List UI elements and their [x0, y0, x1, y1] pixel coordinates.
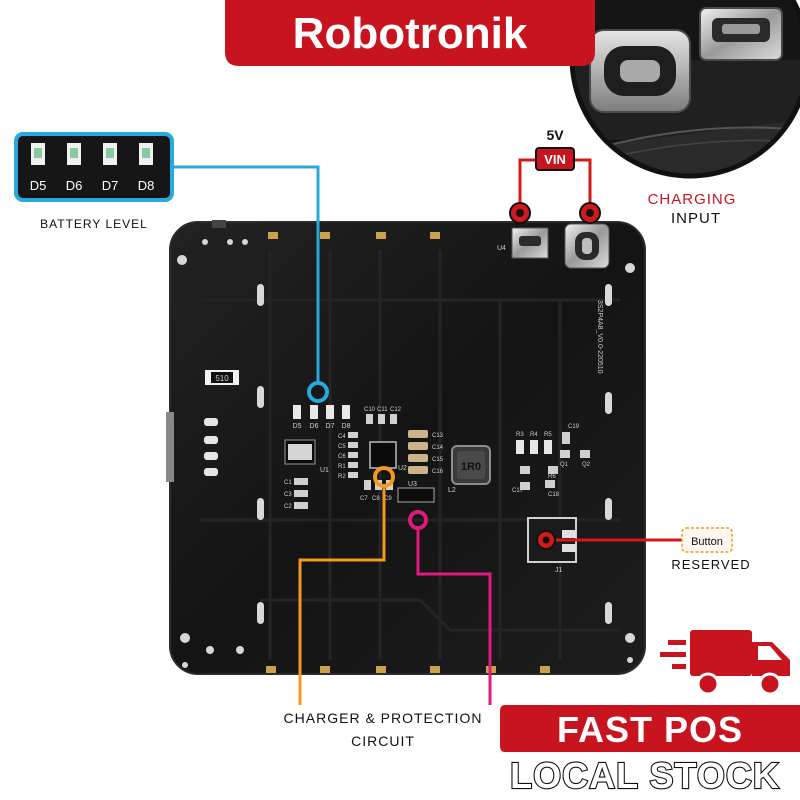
led-label: D6: [66, 178, 83, 193]
led-label: D5: [30, 178, 47, 193]
board-led-label: D6: [310, 423, 319, 430]
silk-label: R3: [516, 432, 524, 438]
pcb-board: 510 D5 D6 D7 D8 U1 C1 C3 C2: [166, 220, 646, 675]
silk-label: C1: [284, 480, 292, 486]
led-indicator-d6: D6: [66, 143, 83, 193]
usb-closeup-inset: [569, 0, 800, 179]
voltage-label: 5V: [546, 127, 564, 143]
board-led-label: D7: [326, 423, 335, 430]
silk-label: C16: [432, 469, 444, 475]
board-code: 3S2P4A8_V0.0-220510: [596, 300, 603, 374]
silk-label: C10: [364, 407, 376, 413]
silk-u3: U3: [408, 481, 417, 488]
inductor-marking: 1R0: [461, 461, 481, 473]
silk-l2: L2: [448, 487, 456, 494]
reserved-label: RESERVED: [671, 557, 750, 572]
led-indicator-d7: D7: [102, 143, 119, 193]
silk-label: R5: [544, 432, 552, 438]
battery-marker: [307, 381, 329, 403]
silk-label: C8: [372, 496, 380, 502]
led-indicator-d5: D5: [30, 143, 47, 193]
silk-label: C6: [338, 454, 346, 460]
silk-label: C3: [284, 492, 292, 498]
charger-label-line2: CIRCUIT: [351, 733, 415, 749]
silk-label: C14: [432, 445, 444, 451]
brand-name: Robotronik: [293, 9, 528, 58]
silk-u1: U1: [320, 467, 329, 474]
silk-u2: U2: [398, 465, 407, 472]
charger-label-line1: CHARGER & PROTECTION: [284, 710, 483, 726]
led-label: D8: [138, 178, 155, 193]
fast-pos-promo: FAST POS LOCAL STOCK: [500, 630, 800, 797]
vin-badge: VIN: [544, 152, 566, 167]
button-callout: Button RESERVED: [536, 527, 750, 572]
charging-label: CHARGING: [648, 191, 737, 208]
silk-label: R6: [548, 474, 556, 480]
led-row: D5 D6 D7 D8: [30, 143, 155, 193]
promo-line2: LOCAL STOCK: [510, 755, 780, 796]
silk-label: Q2: [582, 462, 591, 468]
silk-label: C11: [377, 407, 388, 413]
charger-leader-line: [298, 485, 386, 705]
brand-banner: Robotronik: [225, 0, 595, 66]
silk-label: C7: [360, 496, 368, 502]
silk-u4: U4: [497, 245, 506, 252]
silk-label: C4: [338, 434, 346, 440]
silk-j1: J1: [555, 567, 563, 574]
input-label: INPUT: [671, 210, 721, 227]
vin-callout: 5V VIN CHARGING INPUT: [509, 127, 737, 227]
silk-label: C5: [338, 444, 346, 450]
silk-label: C12: [390, 407, 402, 413]
silk-label: R1: [338, 464, 346, 470]
protection-marker: [408, 510, 428, 530]
silk-label: R4: [530, 432, 538, 438]
battery-level-label: BATTERY LEVEL: [40, 217, 148, 231]
led-label: D7: [102, 178, 119, 193]
silk-label: R2: [338, 474, 346, 480]
battery-led-callout: D5 D6 D7 D8 BATTERY LEVEL: [14, 132, 174, 231]
delivery-truck-icon: [660, 630, 790, 696]
protection-leader-line: [416, 528, 492, 705]
board-led-label: D8: [342, 423, 351, 430]
board-led-label: D5: [293, 423, 302, 430]
resistor-value: 510: [215, 374, 229, 383]
button-tag: Button: [691, 536, 723, 548]
led-indicator-d8: D8: [138, 143, 155, 193]
silk-label: C18: [548, 492, 560, 498]
silk-label: C2: [284, 504, 292, 510]
charger-marker: [373, 466, 395, 488]
silk-label: C9: [384, 496, 392, 502]
silk-label: C15: [432, 457, 444, 463]
silk-label: Q1: [560, 462, 569, 468]
promo-line1: FAST POS: [557, 709, 743, 750]
battery-leader-line: [172, 165, 320, 384]
silk-label: C13: [432, 433, 444, 439]
silk-label: C17: [512, 488, 524, 494]
silk-label: C19: [568, 424, 580, 430]
